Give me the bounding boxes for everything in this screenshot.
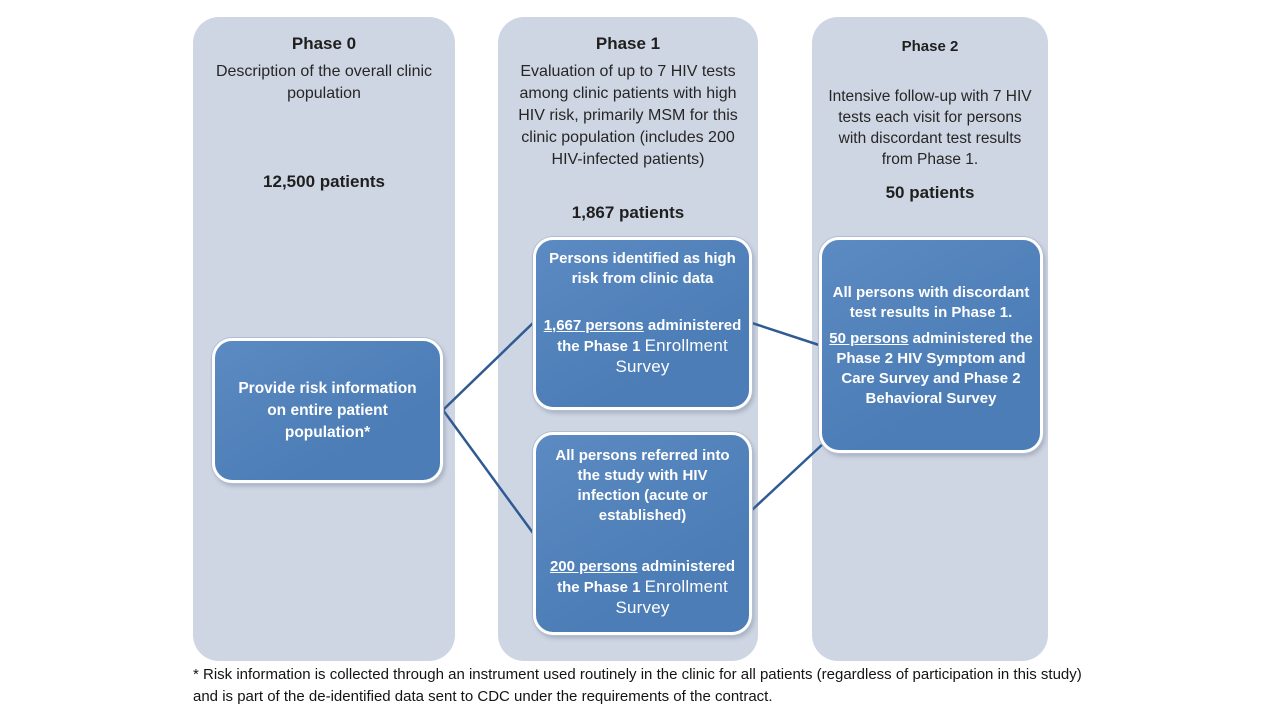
phase1-infected-count: 200 persons (549, 558, 638, 575)
phase2-followup-rest-text: administered the Phase 2 HIV Symptom and… (836, 330, 1033, 407)
connector-line (750, 321, 821, 347)
phase1-infected-survey-label: Enrollment Survey (615, 577, 728, 617)
phase0-patient-count: 12,500 patients (263, 172, 385, 191)
phase1-title: Phase 1 (595, 34, 661, 53)
phase1-description: Evaluation of up to 7 HIV tests among cl… (518, 63, 738, 168)
phase0-description: Description of the overall clinic popula… (215, 63, 433, 102)
phase1-enrollment-admin-text: administered the Phase 1 (557, 317, 742, 355)
phase1-infected-admin-text: administered the Phase 1 (557, 558, 736, 596)
phase0-risk-info-box: Provide risk information on entire patie… (212, 338, 443, 483)
phase1-enrollment-box-line1: Persons identified as high risk from cli… (549, 250, 736, 287)
phase1-enrollment-count: 1,667 persons (543, 317, 644, 334)
footnote: * Risk information is collected through … (193, 666, 1082, 705)
phase1-infected-box-detail: 200 persons administered the Phase 1 Enr… (542, 557, 743, 619)
phase2-description: Intensive follow-up with 7 HIV tests eac… (828, 88, 1032, 168)
phase1-patient-count: 1,867 patients (571, 203, 685, 222)
phase2-box-line1: All persons with discordant test results… (832, 284, 1030, 321)
phase1-enrollment-box-detail: 1,667 persons administered the Phase 1 E… (542, 316, 743, 378)
phase2-followup-count: 50 persons (829, 330, 909, 347)
phase1-infected-box-line1: All persons referred into the study with… (555, 447, 730, 524)
phase0-title: Phase 0 (291, 34, 357, 53)
phase2-title: Phase 2 (901, 38, 959, 55)
phase2-followup-box: All persons with discordant test results… (819, 237, 1043, 453)
phase1-enrollment-survey-label: Enrollment Survey (615, 336, 728, 376)
phase2-patient-count: 50 patients (885, 183, 975, 202)
phase0-box-text: Provide risk information on entire patie… (238, 379, 417, 441)
phase1-enrollment-box: Persons identified as high risk from cli… (533, 237, 752, 410)
phase2-box-detail: 50 persons administered the Phase 2 HIV … (828, 329, 1034, 409)
phase1-infected-box: All persons referred into the study with… (533, 432, 752, 635)
